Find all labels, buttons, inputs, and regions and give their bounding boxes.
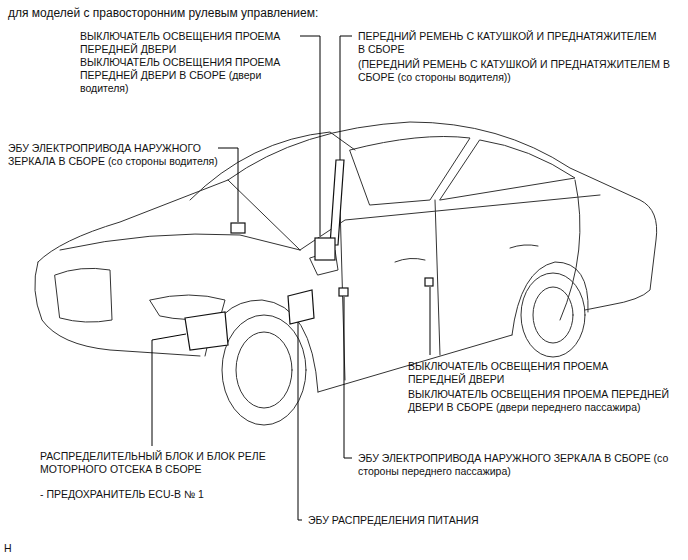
rear-wheel (521, 273, 585, 357)
front-face (35, 262, 200, 356)
rear-rim (533, 287, 573, 343)
relay-block-part (185, 312, 228, 350)
door-line (435, 200, 440, 355)
leader-line (152, 334, 186, 446)
a-pillar (228, 180, 300, 250)
grille (55, 268, 112, 322)
part-label: ВЫКЛЮЧАТЕЛЬ ОСВЕЩЕНИЯ ПРОЕМА ПЕРЕДНЕЙ ДВ… (408, 360, 638, 386)
seat-belt-part (330, 160, 344, 245)
front-wheel (222, 315, 306, 425)
leader-line (300, 36, 320, 236)
part-label: ПЕРЕДНИЙ РЕМЕНЬ С КАТУШКОЙ И ПРЕДНАТЯЖИТ… (358, 30, 658, 56)
part-label: ЭБУ ЭЛЕКТРОПРИВОДА НАРУЖНОГО ЗЕРКАЛА В С… (8, 142, 238, 168)
leader-line (340, 36, 352, 160)
front-window (350, 137, 470, 206)
part-label: (ПЕРЕДНИЙ РЕМЕНЬ С КАТУШКОЙ И ПРЕДНАТЯЖИ… (358, 58, 680, 84)
retractor-part (315, 238, 335, 260)
door-handle (395, 258, 425, 262)
belt-line (300, 195, 600, 250)
power-ecu-part (288, 290, 314, 324)
leader-line (298, 322, 302, 520)
leader-line (344, 297, 352, 458)
part-label: - ПРЕДОХРАНИТЕЛЬ ECU-B № 1 (40, 488, 290, 501)
leader-line (218, 148, 238, 222)
part-label: ЭБУ РАСПРЕДЕЛЕНИЯ ПИТАНИЯ (308, 514, 568, 527)
figure-code: H (4, 542, 34, 555)
door-switch-part (339, 288, 348, 296)
part-label: ВЫКЛЮЧАТЕЛЬ ОСВЕЩЕНИЯ ПРОЕМА ПЕРЕДНЕЙ ДВ… (80, 30, 308, 56)
part-label: РАСПРЕДЕЛИТЕЛЬНЫЙ БЛОК И БЛОК РЕЛЕ МОТОР… (40, 450, 290, 476)
front-rim (236, 332, 292, 408)
hood-line (60, 234, 300, 250)
mirror-ecu-part (231, 223, 245, 233)
door-handle (510, 245, 538, 248)
page-title: для моделей с правосторонним рулевым упр… (8, 6, 318, 20)
part-label: ВЫКЛЮЧАТЕЛЬ ОСВЕЩЕНИЯ ПРОЕМА ПЕРЕДНЕЙ ДВ… (80, 56, 308, 95)
door-switch-part (425, 278, 433, 286)
part-label: ВЫКЛЮЧАТЕЛЬ ОСВЕЩЕНИЯ ПРОЕМА ПЕРЕДНЕЙ ДВ… (408, 388, 670, 414)
leader-line (430, 287, 431, 355)
rear-window (440, 140, 575, 200)
part-label: ЭБУ ЭЛЕКТРОПРИВОДА НАРУЖНОГО ЗЕРКАЛА В С… (358, 452, 678, 478)
